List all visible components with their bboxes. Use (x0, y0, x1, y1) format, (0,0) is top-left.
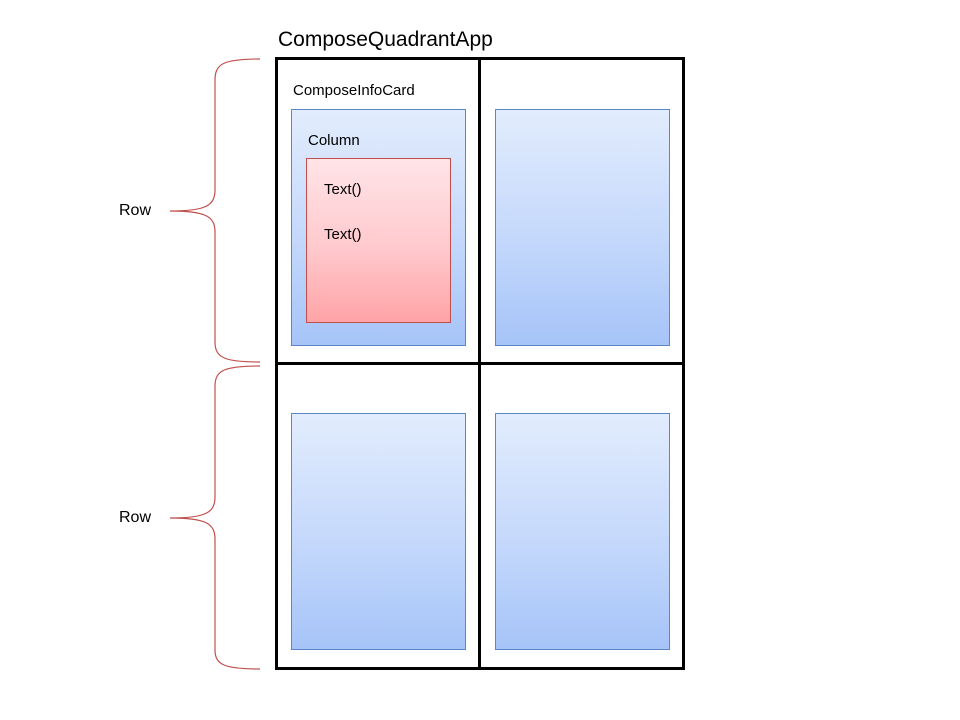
info-card-top-right (495, 109, 670, 346)
info-card-bottom-right (495, 413, 670, 650)
text-column-box (306, 158, 451, 323)
column-label: Column (308, 132, 360, 149)
row-label-top: Row (119, 202, 152, 219)
row-brace-top (169, 58, 261, 363)
horizontal-divider (275, 362, 685, 365)
row-label-bottom: Row (119, 509, 152, 526)
row-brace-bottom (169, 365, 261, 670)
info-card-label: ComposeInfoCard (293, 82, 415, 99)
text-item-2: Text() (324, 226, 362, 243)
diagram-title: ComposeQuadrantApp (278, 28, 493, 51)
text-item-1: Text() (324, 181, 362, 198)
info-card-bottom-left (291, 413, 466, 650)
